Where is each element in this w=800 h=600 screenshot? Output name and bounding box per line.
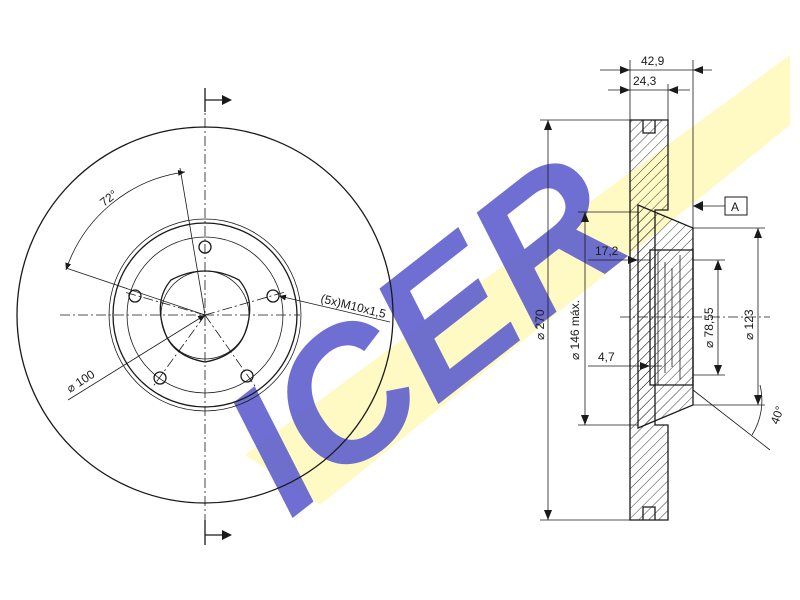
hub-bore-region (649, 249, 694, 386)
dim-arrow (628, 256, 638, 264)
section-view: 42,9 24,3 A 17,2 4,7 ⌀ 270 ⌀ 146 má (533, 54, 787, 521)
dim-arrow (620, 66, 630, 74)
bolt-hole (240, 369, 254, 383)
dim-arrow (754, 228, 762, 238)
hub-diameter-label: ⌀ 123 (742, 309, 756, 340)
hat-section (637, 204, 694, 429)
center-bore-outline (159, 270, 251, 363)
angle-leader (65, 267, 206, 316)
dim-arrow (581, 212, 589, 222)
brand-logo: ICER (188, 117, 663, 551)
bolt-pattern-leader (278, 294, 391, 323)
chamfer-leader (692, 389, 771, 451)
chamfer-arc (751, 384, 763, 436)
bolt-hole (128, 289, 142, 303)
dim-arrow (620, 86, 630, 94)
bolt-centerline (151, 314, 206, 389)
datum-box (724, 196, 748, 216)
vent-notch (642, 120, 656, 134)
section-arrow-bottom (222, 530, 232, 540)
dim-arrow (544, 120, 552, 130)
vent-notch (642, 506, 656, 520)
dim-arrow (668, 86, 678, 94)
dim-arrow (714, 365, 722, 375)
section-marker-top (204, 88, 222, 112)
angle-leader (179, 167, 206, 316)
dim-arrow (581, 415, 589, 425)
dim-arrow (693, 66, 703, 74)
bolt-centerline (204, 291, 286, 316)
datum-triangle (693, 201, 703, 211)
angle-label: 72° (97, 187, 120, 209)
disc-thickness-label: 24,3 (633, 74, 657, 88)
pcd-label: ⌀ 100 (64, 367, 98, 396)
pcd-leader (67, 314, 206, 401)
section-marker-bottom (204, 520, 222, 545)
hub-depth-label: 17,2 (595, 244, 619, 258)
section-arrow-top (222, 95, 232, 105)
datum-label: A (731, 200, 739, 214)
dim-arrow (754, 395, 762, 405)
dim-arrow (544, 510, 552, 520)
outer-diameter-label: ⌀ 270 (533, 309, 547, 340)
bolt-centerline (204, 314, 256, 387)
chamfer-angle-label: 40° (768, 404, 787, 426)
min-thickness-label: 4,7 (598, 350, 615, 364)
dim-arrow (640, 362, 650, 370)
bolt-hole (153, 371, 167, 385)
bore-diameter-label: ⌀ 78,55 (702, 307, 716, 348)
dim-arrow (714, 260, 722, 270)
hat-diameter-label: ⌀ 146 máx. (568, 300, 582, 360)
angle-arc (65, 169, 186, 271)
overall-width-label: 42,9 (641, 54, 665, 68)
bolt-centerline (123, 291, 206, 316)
bolt-hole (266, 289, 280, 303)
